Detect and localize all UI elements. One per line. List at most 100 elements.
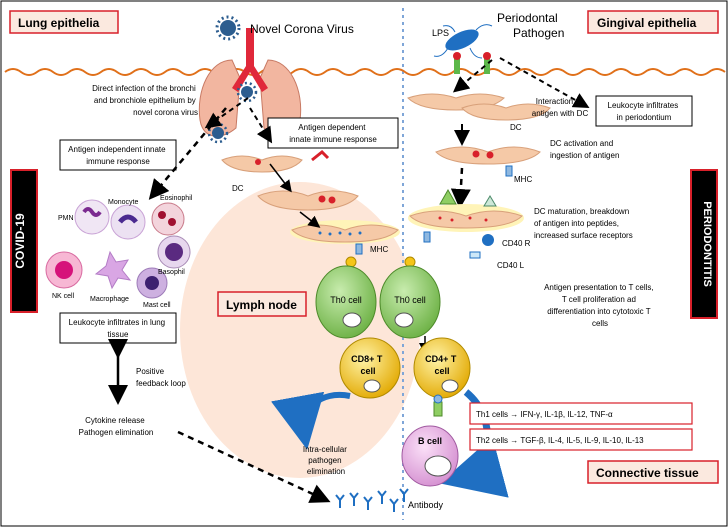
basophil-label: Basophil xyxy=(158,269,185,276)
mhc-icon-right-2 xyxy=(423,231,431,243)
innate-box-line2: immune response xyxy=(86,157,150,166)
arrow-virus-to-dc xyxy=(204,97,249,129)
th2-text: Th2 cells → TGF-β, IL-4, IL-5, IL-9, IL-… xyxy=(476,436,644,445)
intracellular-text: Intra-cellular pathogen elimination xyxy=(303,445,349,476)
dc-cell-center-1 xyxy=(221,155,303,173)
leukocyte-lung-line2: tissue xyxy=(108,330,129,339)
pmn-label: PMN xyxy=(58,215,74,222)
leukocyte-lung-box: Leukocyte infiltrates in lung tissue xyxy=(59,312,177,344)
surface-receptor-icon xyxy=(439,188,457,205)
cd4-t-cell xyxy=(413,337,471,399)
dependent-box-line1: Antigen dependent xyxy=(298,123,366,132)
connective-tissue-label: Connective tissue xyxy=(596,466,699,480)
cd40-icon-b xyxy=(433,394,443,404)
th0-b-label: Th0 cell xyxy=(394,295,426,305)
virus-title: Novel Corona Virus xyxy=(250,22,354,36)
cytokine-text: Cytokine release Pathogen elimination xyxy=(79,416,154,437)
mhc-label-center: MHC xyxy=(370,245,388,254)
periodontitis-side-label: PERIODONTITIS xyxy=(690,169,718,319)
arrow-dc-maturation xyxy=(450,167,471,209)
lymph-node-background xyxy=(180,182,420,478)
pathogen-title-line1: Periodontal xyxy=(497,11,558,25)
direct-infection-text: Direct infection of the bronchi and bron… xyxy=(92,84,198,117)
lung-epithelia-label: Lung epithelia xyxy=(18,16,100,30)
periodontitis-label: PERIODONTITIS xyxy=(701,201,713,287)
innate-box-line1: Antigen independent innate xyxy=(68,145,166,154)
virus-icon xyxy=(215,15,241,41)
lymph-node-label: Lymph node xyxy=(226,298,297,312)
bcr-icon xyxy=(433,401,443,417)
leuko-perio-line1: Leukocyte infiltrates xyxy=(608,101,679,110)
immune-cells-cluster xyxy=(45,199,191,299)
epithelium-line xyxy=(4,68,726,76)
mhc-icon-right xyxy=(505,165,513,177)
virus-icon-small xyxy=(236,81,258,103)
surface-receptor-icon-2 xyxy=(483,195,497,207)
gingival-epithelia-label: Gingival epithelia xyxy=(597,16,697,30)
antibody-label: Antibody xyxy=(408,500,444,510)
dc-cell-right-4 xyxy=(408,204,524,232)
dc-cell-center-2 xyxy=(257,190,359,211)
cd40r-icon xyxy=(482,234,494,246)
th0-cell-b xyxy=(379,265,441,339)
interaction-text: Interaction of antigen with DC xyxy=(532,97,589,118)
dc-arrow-2 xyxy=(299,211,321,228)
lps-label: LPS xyxy=(432,28,449,38)
leuko-perio-line2: in periodontium xyxy=(617,113,672,122)
eosinophil-label: Eosinophil xyxy=(160,195,193,202)
dc-cell-center-3 xyxy=(290,220,400,244)
dc-cell-right-3 xyxy=(435,146,541,165)
covid-side-label: COVID-19 xyxy=(10,169,38,313)
mhc-label-right: MHC xyxy=(514,175,532,184)
dc-label-center: DC xyxy=(232,184,244,193)
region-lung-epithelia: Lung epithelia xyxy=(9,10,119,34)
cd40l-label: CD40 L xyxy=(497,261,525,270)
dc-cell-right-2 xyxy=(461,103,551,121)
nk-cell-label: NK cell xyxy=(52,293,75,300)
th0-cell-a xyxy=(315,265,377,339)
pathogen-icon xyxy=(433,24,493,74)
presentation-text: Antigen presentation to T cells, T cell … xyxy=(544,283,656,328)
feedback-text: Positive feedback loop xyxy=(136,367,186,388)
macrophage-label: Macrophage xyxy=(90,296,129,303)
cd4-label: CD4+ T cell xyxy=(425,354,459,376)
svg-text:Leukocyte infiltrates in: Leukocyte infiltrates in periodontium xyxy=(608,101,681,122)
covid-label: COVID-19 xyxy=(13,213,27,269)
svg-text:Antigen independent innate: Antigen independent innate immune respon… xyxy=(68,145,168,166)
mhc-icon-center xyxy=(355,243,363,255)
cd8-label: CD8+ T cell xyxy=(351,354,385,376)
cd40l-icon xyxy=(469,251,481,259)
leukocyte-lung-line1: Leukocyte infiltrates in lung xyxy=(69,318,166,327)
svg-text:Antigen dependent innate: Antigen dependent innate immune response xyxy=(289,123,377,144)
th1-text: Th1 cells → IFN-γ, IL-1β, IL-12, TNF-α xyxy=(476,410,613,419)
th0-a-label: Th0 cell xyxy=(330,295,362,305)
pathogen-title-line2: Pathogen xyxy=(513,26,564,40)
svg-text:Leukocyte infiltrates in lung: Leukocyte infiltrates in lung tissue xyxy=(69,318,168,339)
b-cell-label: B cell xyxy=(418,436,442,446)
antibody-icons xyxy=(335,488,409,512)
region-lymph-node: Lymph node xyxy=(217,291,307,317)
th1-box: Th1 cells → IFN-γ, IL-1β, IL-12, TNF-α xyxy=(469,402,693,425)
dc-arrow-1 xyxy=(269,163,292,193)
th2-box: Th2 cells → TGF-β, IL-4, IL-5, IL-9, IL-… xyxy=(469,428,693,451)
cytotoxic-blue-arrow xyxy=(271,391,351,450)
arrow-to-innate xyxy=(148,107,227,200)
dependent-box-line2: innate immune response xyxy=(289,135,377,144)
dc-label-right: DC xyxy=(510,123,522,132)
dependent-response-box: Antigen dependent innate immune response xyxy=(267,117,399,149)
arrow-pathogen-to-leuko xyxy=(499,57,590,108)
arrow-cytokine-to-antibody xyxy=(177,430,331,503)
monocyte-label: Monocyte xyxy=(108,199,138,206)
innate-response-box: Antigen independent innate immune respon… xyxy=(59,139,177,171)
region-connective-tissue: Connective tissue xyxy=(587,460,719,484)
cd40r-label: CD40 R xyxy=(502,239,531,248)
arrow-pathogen-to-dc xyxy=(452,59,493,93)
arrow-to-dependent xyxy=(249,107,273,144)
region-gingival-epithelia: Gingival epithelia xyxy=(587,10,719,34)
mast-cell-label: Mast cell xyxy=(143,302,171,309)
maturation-text: DC maturation, breakdown of antigen into… xyxy=(534,207,633,240)
virus-icon-dc xyxy=(207,122,229,144)
